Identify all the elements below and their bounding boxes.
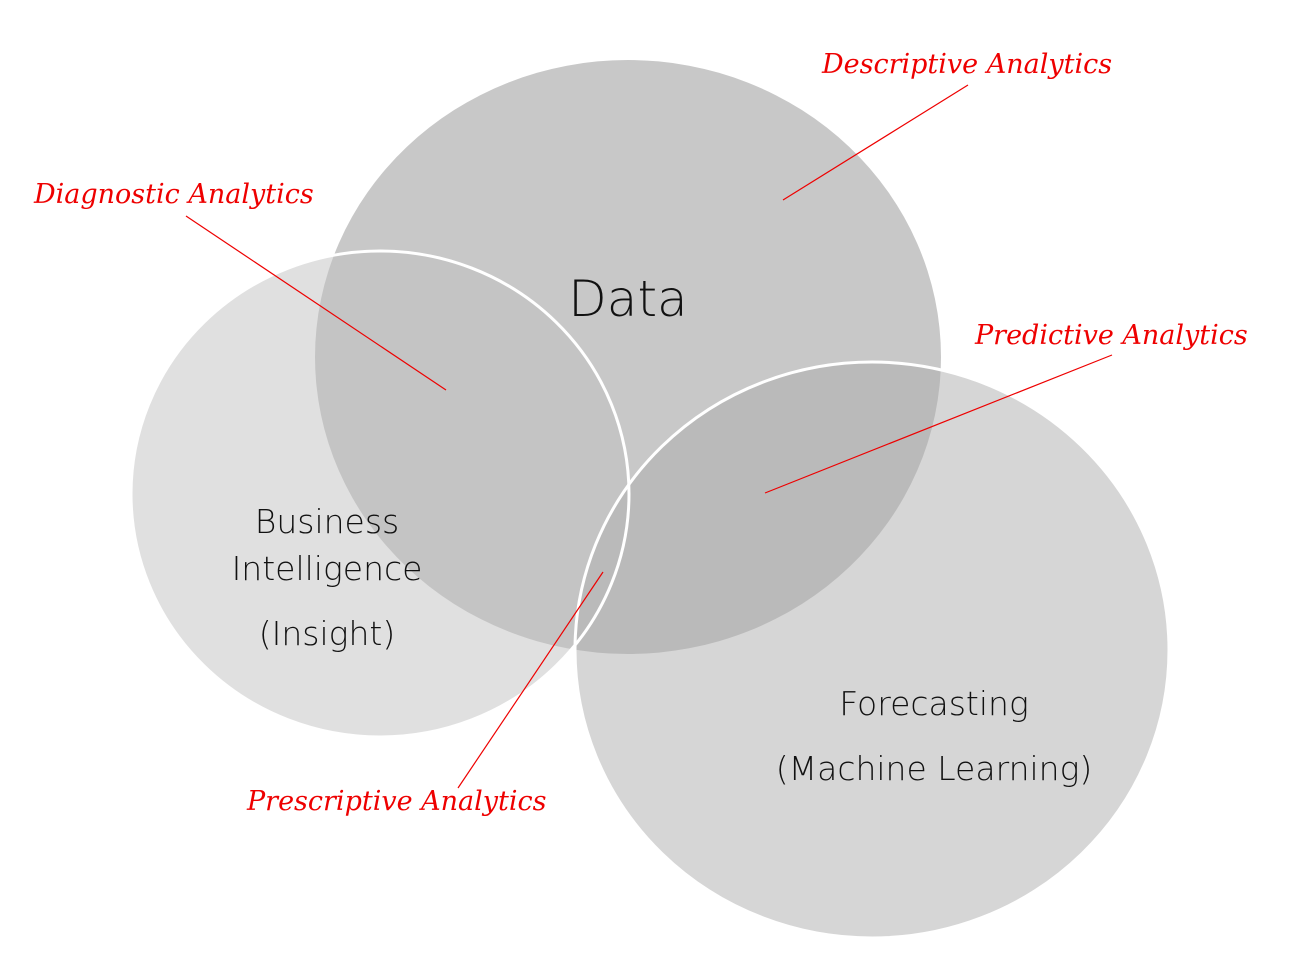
forecasting-label-line2: (Machine Learning) bbox=[776, 749, 1093, 788]
prescriptive-analytics-label: Prescriptive Analytics bbox=[246, 786, 547, 817]
prescriptive-leader-line bbox=[457, 571, 604, 789]
diagnostic-analytics-label: Diagnostic Analytics bbox=[33, 179, 314, 210]
bi-label-line2: Intelligence bbox=[232, 549, 423, 588]
bi-label-line1: Business bbox=[255, 502, 400, 541]
forecasting-circle-outline bbox=[573, 360, 1171, 940]
bi-circle-outline bbox=[129, 249, 631, 739]
data-label: Data bbox=[568, 270, 687, 328]
descriptive-analytics-label: Descriptive Analytics bbox=[821, 49, 1112, 80]
bi-label-line3: (Insight) bbox=[259, 614, 395, 653]
data-bi-overlap bbox=[315, 251, 629, 654]
forecasting-label-line1: Forecasting bbox=[839, 684, 1029, 723]
predictive-leader-line bbox=[764, 354, 1113, 494]
predictive-analytics-label: Predictive Analytics bbox=[974, 320, 1248, 351]
diagnostic-leader-line bbox=[185, 215, 447, 391]
descriptive-leader-line bbox=[782, 84, 969, 201]
